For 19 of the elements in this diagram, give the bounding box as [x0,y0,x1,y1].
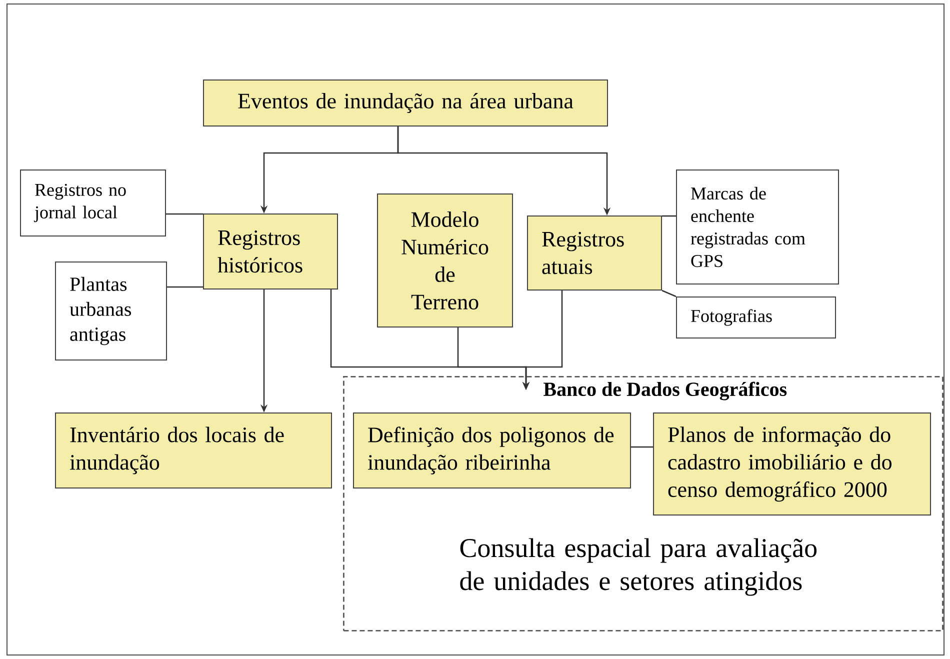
connector-line [662,290,676,298]
region-heading: Banco de Dados Geográficos [544,382,787,400]
connector-line [631,446,653,448]
connector-line [166,213,203,215]
process-box: Modelo Numérico de Terreno [377,194,513,328]
process-box: Planos de informação do cadastro imobiliário e do censo demográfico 2000 [653,412,931,516]
process-box: Registros atuais [527,216,662,290]
source-box: Registros no jornal local [20,170,166,236]
connector-line [662,215,676,217]
query-text: Consulta espacial para avaliação de unidades e setores atingidos [460,538,817,596]
source-box: Marcas de enchente registradas com GPS [676,170,839,284]
process-box: Inventário dos locais de inundação [55,412,332,488]
process-box: Definição dos poligonos de inundação ribeirinha [353,412,631,488]
connector-line [167,286,203,288]
source-box: Fotografias [676,296,836,338]
process-box: Eventos de inundação na área urbana [203,80,608,126]
process-box: Registros históricos [203,214,338,290]
source-box: Plantas urbanas antigas [55,262,167,360]
database-region [343,376,944,632]
